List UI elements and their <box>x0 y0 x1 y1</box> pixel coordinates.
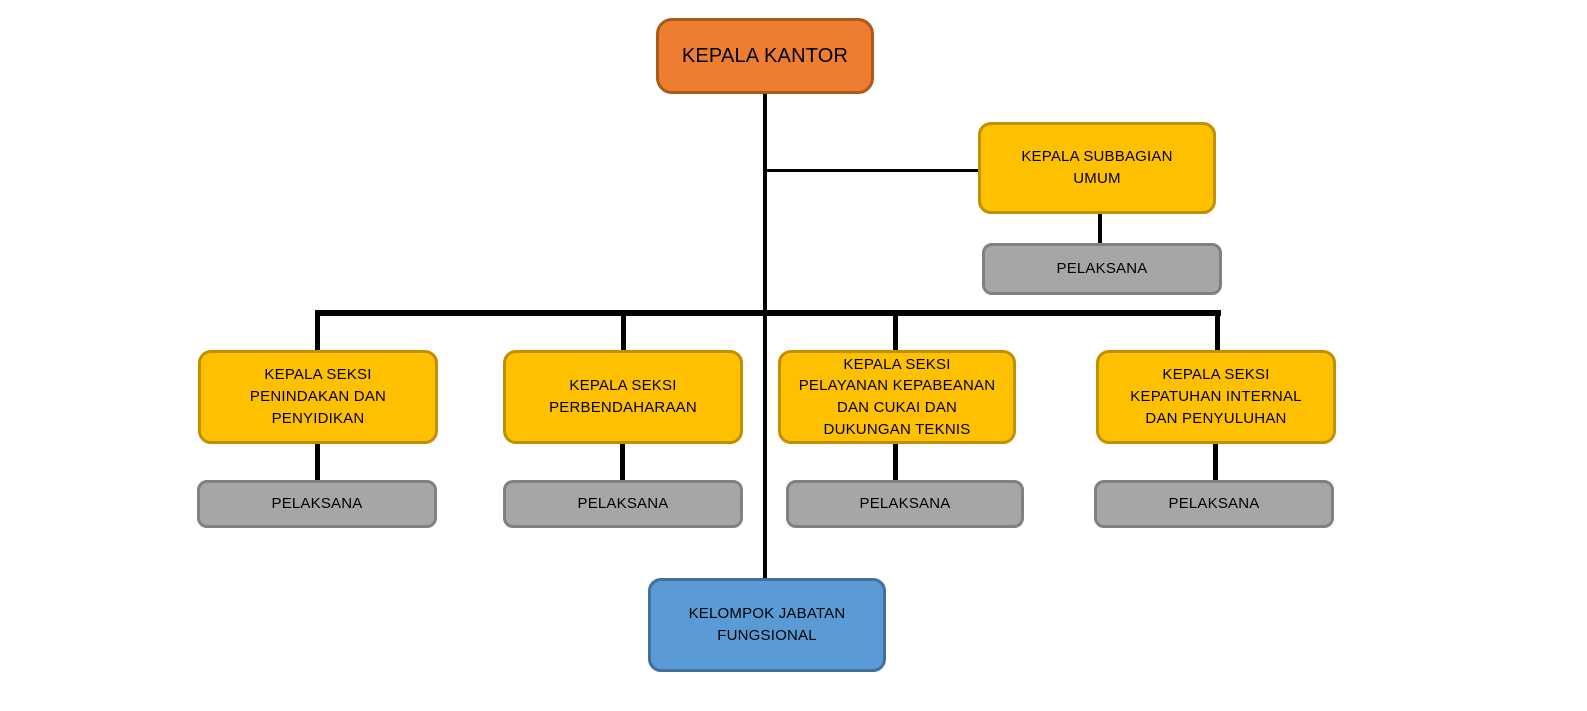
connector-drop-seksi-1 <box>315 310 320 352</box>
org-node-pelaksana-seksi-2: PELAKSANA <box>503 480 743 528</box>
org-node-kelompok-jabatan-fungsional: KELOMPOK JABATAN FUNGSIONAL <box>648 578 886 672</box>
org-node-pelaksana-seksi-1: PELAKSANA <box>197 480 437 528</box>
org-node-kepala-subbagian-umum: KEPALA SUBBAGIAN UMUM <box>978 122 1216 214</box>
org-node-pelaksana-seksi-4: PELAKSANA <box>1094 480 1334 528</box>
connector-seksi-1-to-pelaksana <box>315 444 320 480</box>
connector-seksi-3-to-pelaksana <box>893 444 898 480</box>
connector-subbagian-to-pelaksana <box>1098 214 1102 243</box>
org-node-seksi-pelayanan-kepabeanan: KEPALA SEKSI PELAYANAN KEPABEANAN DAN CU… <box>778 350 1016 444</box>
org-node-seksi-penindakan-penyidikan: KEPALA SEKSI PENINDAKAN DAN PENYIDIKAN <box>198 350 438 444</box>
org-node-pelaksana-subbagian: PELAKSANA <box>982 243 1222 295</box>
connector-drop-seksi-3 <box>893 310 898 352</box>
connector-seksi-4-to-pelaksana <box>1213 444 1218 480</box>
connector-drop-seksi-2 <box>621 310 626 352</box>
connector-seksi-2-to-pelaksana <box>620 444 625 480</box>
connector-sections-horizontal <box>315 310 1221 316</box>
org-node-pelaksana-seksi-3: PELAKSANA <box>786 480 1024 528</box>
connector-trunk-vertical <box>763 94 767 578</box>
org-node-seksi-kepatuhan-internal: KEPALA SEKSI KEPATUHAN INTERNAL DAN PENY… <box>1096 350 1336 444</box>
org-node-seksi-perbendaharaan: KEPALA SEKSI PERBENDAHARAAN <box>503 350 743 444</box>
connector-drop-seksi-4 <box>1215 310 1220 352</box>
connector-subbagian-branch <box>765 169 978 172</box>
org-node-kepala-kantor: KEPALA KANTOR <box>656 18 874 94</box>
